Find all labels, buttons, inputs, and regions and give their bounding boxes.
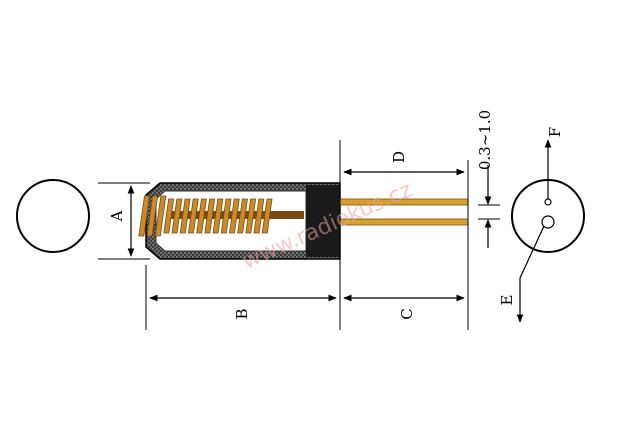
label-c: C	[398, 308, 416, 319]
coil-turn	[154, 195, 167, 237]
end-view-circle	[16, 179, 90, 253]
label-b: B	[233, 308, 251, 319]
coil-turn	[253, 198, 265, 234]
coil-turn	[196, 198, 207, 234]
coil-turn	[204, 198, 216, 234]
coil-turn	[187, 198, 199, 234]
coil-turn	[212, 198, 224, 234]
label-e: E	[498, 295, 516, 306]
label-d: D	[390, 151, 408, 163]
coil-turn	[220, 198, 232, 234]
dimension-b: B	[149, 294, 337, 320]
coil-turn	[261, 198, 273, 234]
coil-turn	[245, 198, 257, 234]
coil-winding	[138, 195, 304, 237]
dimension-c: C	[343, 294, 465, 320]
coil-turn	[138, 195, 150, 237]
label-a: A	[108, 210, 126, 222]
label-gap: 0.3~1.0	[476, 110, 494, 170]
coil-turn	[171, 198, 183, 234]
label-f: F	[546, 127, 564, 137]
coil-turn	[179, 198, 191, 234]
coil-turn	[163, 198, 175, 234]
dimension-gap: 0.3~1.0	[476, 110, 500, 248]
coil-turn	[146, 195, 159, 237]
coil-turn	[237, 198, 248, 234]
coil-turn	[228, 198, 240, 234]
dimension-d: D	[343, 151, 465, 176]
end-view-right: F E	[498, 127, 585, 323]
dimension-a: A	[98, 182, 150, 260]
